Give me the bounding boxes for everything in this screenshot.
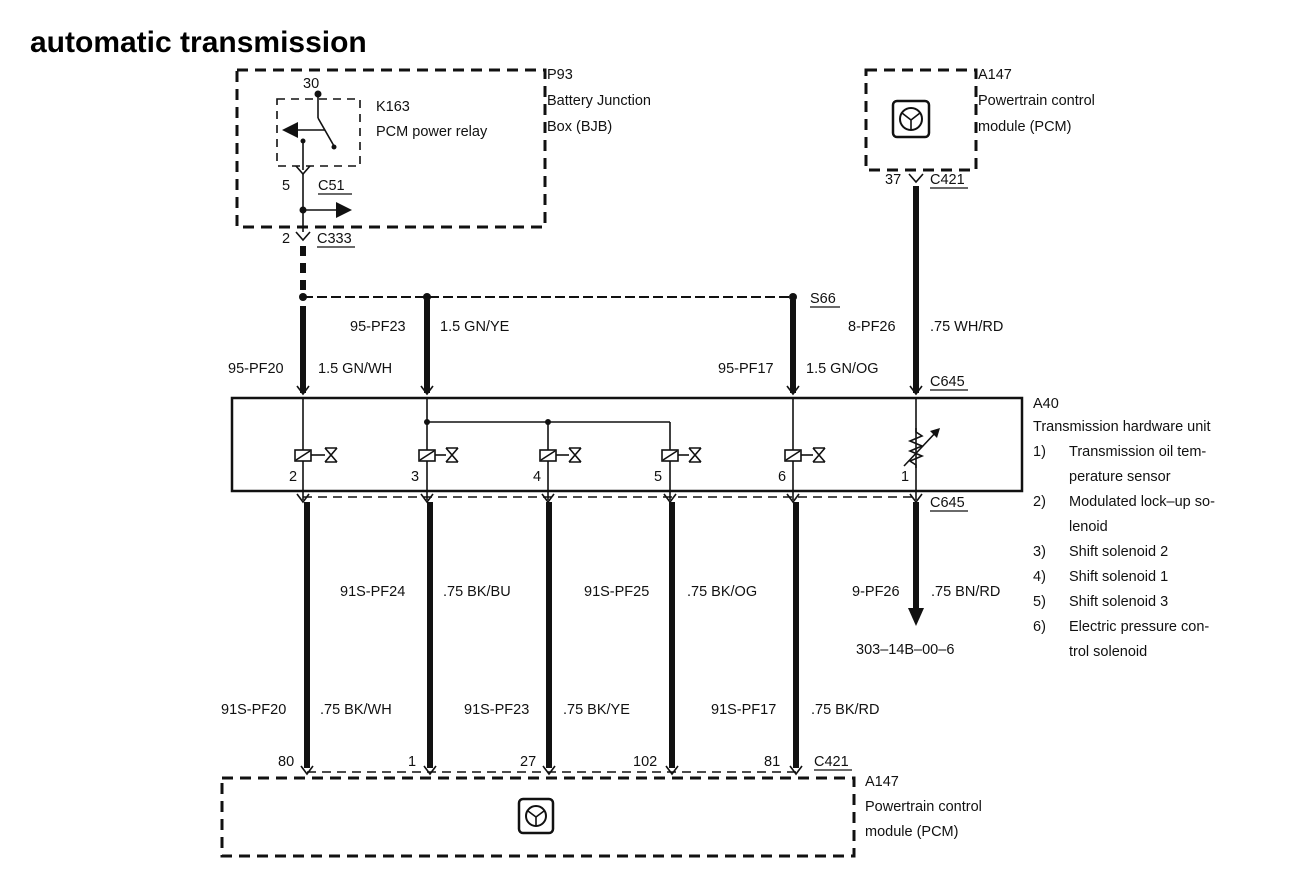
legend-num-3: 3) xyxy=(1033,544,1046,560)
k163-relay-box xyxy=(276,98,361,167)
a40-box xyxy=(230,396,1024,493)
c645-top-connector: C645 xyxy=(930,374,965,390)
pcm-pin-102: 102 xyxy=(633,754,657,770)
pcm-pin-81: 81 xyxy=(764,754,780,770)
legend-text-6b: trol solenoid xyxy=(1069,644,1147,660)
wire-spec-91s-pf23: .75 BK/YE xyxy=(563,702,630,718)
legend-text-2b: lenoid xyxy=(1069,519,1108,535)
pcm-bottom-box xyxy=(220,776,856,858)
a40-pin-6: 6 xyxy=(778,469,786,485)
wire-label-91s-pf25: 91S-PF25 xyxy=(584,584,649,600)
pcm-top-name-line1: Powertrain control xyxy=(978,93,1095,109)
p93-id: P93 xyxy=(547,67,573,83)
legend-num-6: 6) xyxy=(1033,619,1046,635)
a40-pin-2: 2 xyxy=(289,469,297,485)
p93-box xyxy=(235,68,547,229)
pcm-bottom-id: A147 xyxy=(865,774,899,790)
legend-text-1a: Transmission oil tem- xyxy=(1069,444,1206,460)
k163-id: K163 xyxy=(376,99,410,115)
wire-spec-95-pf23: 1.5 GN/YE xyxy=(440,319,510,335)
k163-pin-bottom: 5 xyxy=(282,178,290,194)
a40-pin-3: 3 xyxy=(411,469,419,485)
pcm-top-connector: C421 xyxy=(930,172,965,188)
a40-id: A40 xyxy=(1033,396,1059,412)
legend-text-1b: perature sensor xyxy=(1069,469,1171,485)
legend-text-6a: Electric pressure con- xyxy=(1069,619,1209,635)
pcm-bottom-name-line1: Powertrain control xyxy=(865,799,982,815)
a40-pin-1: 1 xyxy=(901,469,909,485)
solenoid-epc-icon xyxy=(784,447,826,463)
legend-text-5: Shift solenoid 3 xyxy=(1069,594,1168,610)
c333-pin: 2 xyxy=(282,231,290,247)
wire-label-91s-pf20: 91S-PF20 xyxy=(221,702,286,718)
c333-connector: C333 xyxy=(317,231,352,247)
k163-name: PCM power relay xyxy=(376,124,488,140)
wire-spec-91s-pf25: .75 BK/OG xyxy=(687,584,757,600)
wire-label-91s-pf23: 91S-PF23 xyxy=(464,702,529,718)
pcm-pin-1: 1 xyxy=(408,754,416,770)
c421-bottom-connector: C421 xyxy=(814,754,849,770)
legend-num-5: 5) xyxy=(1033,594,1046,610)
a40-pin-5: 5 xyxy=(654,469,662,485)
wire-label-95-pf20: 95-PF20 xyxy=(228,361,284,377)
wire-label-91s-pf24: 91S-PF24 xyxy=(340,584,405,600)
pcm-bottom-module-icon xyxy=(517,797,555,835)
p93-name-line1: Battery Junction xyxy=(547,93,651,109)
k163-pin-top: 30 xyxy=(303,76,319,92)
pcm-bottom-name-line2: module (PCM) xyxy=(865,824,958,840)
solenoid-modulated-lockup-icon xyxy=(294,447,338,463)
wire-label-8-pf26: 8-PF26 xyxy=(848,319,896,335)
wire-spec-91s-pf17: .75 BK/RD xyxy=(811,702,880,718)
wire-spec-91s-pf20: .75 BK/WH xyxy=(320,702,392,718)
wire-spec-8-pf26: .75 WH/RD xyxy=(930,319,1003,335)
c51-connector: C51 xyxy=(318,178,345,194)
wire-spec-95-pf17: 1.5 GN/OG xyxy=(806,361,879,377)
pcm-pin-80: 80 xyxy=(278,754,294,770)
page-title: automatic transmission xyxy=(30,26,367,59)
legend-num-1: 1) xyxy=(1033,444,1046,460)
wire-spec-91s-pf24: .75 BK/BU xyxy=(443,584,511,600)
wire-label-91s-pf17: 91S-PF17 xyxy=(711,702,776,718)
solenoid-shift-1-icon xyxy=(539,447,582,463)
legend-text-3: Shift solenoid 2 xyxy=(1069,544,1168,560)
pcm-top-name-line2: module (PCM) xyxy=(978,119,1071,135)
solenoid-shift-2-icon xyxy=(418,447,459,463)
pcm-top-id: A147 xyxy=(978,67,1012,83)
wire-spec-9-pf26: .75 BN/RD xyxy=(931,584,1000,600)
reference-code: 303–14B–00–6 xyxy=(856,642,954,658)
s66-splice: S66 xyxy=(810,291,836,307)
wire-spec-95-pf20: 1.5 GN/WH xyxy=(318,361,392,377)
c645-bottom-connector: C645 xyxy=(930,495,965,511)
a40-pin-4: 4 xyxy=(533,469,541,485)
a40-name: Transmission hardware unit xyxy=(1033,419,1211,435)
wire-label-9-pf26: 9-PF26 xyxy=(852,584,900,600)
p93-name-line2: Box (BJB) xyxy=(547,119,612,135)
oil-temp-sensor-icon xyxy=(903,428,940,468)
a40-legend: 1) Transmission oil tem- perature sensor… xyxy=(1033,444,1215,660)
pcm-top-box xyxy=(864,68,978,172)
pcm-pin-27: 27 xyxy=(520,754,536,770)
legend-text-4: Shift solenoid 1 xyxy=(1069,569,1168,585)
wire-label-95-pf23: 95-PF23 xyxy=(350,319,406,335)
relay-contact xyxy=(317,117,335,147)
legend-num-2: 2) xyxy=(1033,494,1046,510)
wire-label-95-pf17: 95-PF17 xyxy=(718,361,774,377)
pcm-top-module-icon xyxy=(891,99,931,139)
pcm-top-pin: 37 xyxy=(885,172,901,188)
legend-num-4: 4) xyxy=(1033,569,1046,585)
solenoid-shift-3-icon xyxy=(661,447,702,463)
ref-arrow-icon xyxy=(908,608,924,626)
legend-text-2a: Modulated lock–up so- xyxy=(1069,494,1215,510)
